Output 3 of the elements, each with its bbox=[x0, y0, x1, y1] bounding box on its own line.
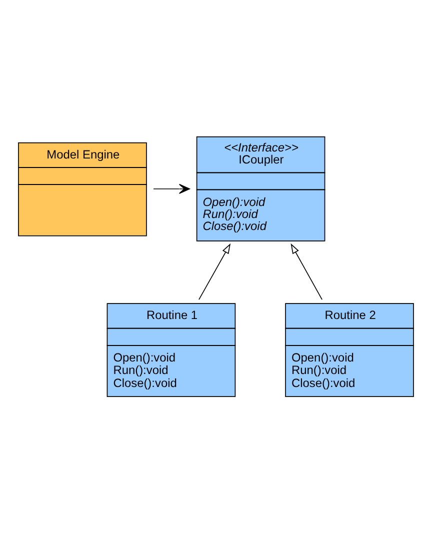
arrow bbox=[290, 243, 322, 300]
arrow bbox=[153, 184, 190, 194]
arrow bbox=[198, 243, 231, 300]
